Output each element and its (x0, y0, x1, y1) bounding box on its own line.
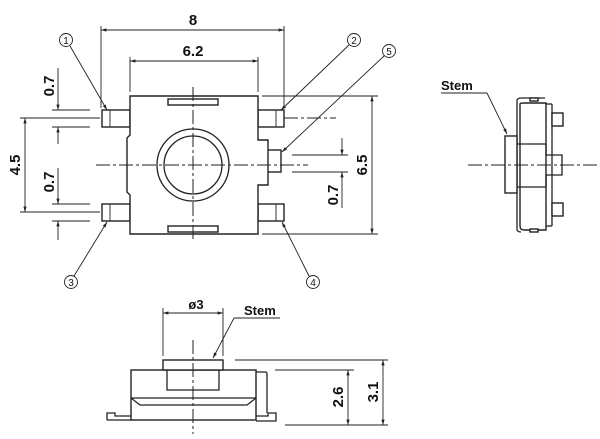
dim-pin-width-top-left: 0.7 (41, 76, 58, 97)
front-stem-label: Stem (244, 303, 276, 318)
dim-stem-diameter: ø3 (188, 297, 203, 312)
pin-callout-1: 1 (59, 33, 108, 111)
svg-text:5: 5 (386, 47, 392, 58)
pin-callout-4: 4 (281, 221, 320, 289)
front-view: ø3 Stem 2.6 3.1 (106, 297, 388, 434)
dim-pin-width-right: 0.7 (325, 185, 342, 206)
pin-callout-5: 5 (281, 44, 396, 153)
svg-text:2: 2 (351, 36, 357, 47)
side-view: Stem (441, 78, 597, 233)
top-view: 8 6.2 6.5 4.5 0.7 0.7 0.7 (7, 12, 396, 289)
side-stem-label: Stem (441, 78, 473, 93)
dim-front-body-height: 2.6 (330, 387, 347, 408)
dim-body-width: 6.2 (183, 43, 204, 60)
svg-text:1: 1 (63, 36, 69, 47)
pin-callout-2: 2 (280, 33, 361, 111)
dim-pin-width-bottom-left: 0.7 (41, 172, 58, 193)
dim-total-height: 3.1 (365, 382, 382, 403)
dim-body-height: 6.5 (354, 155, 371, 176)
svg-text:4: 4 (310, 278, 316, 289)
dim-pin-pitch: 4.5 (7, 155, 24, 176)
svg-text:3: 3 (68, 278, 74, 289)
pin-callout-3: 3 (64, 221, 108, 289)
dim-overall-width: 8 (189, 12, 197, 29)
